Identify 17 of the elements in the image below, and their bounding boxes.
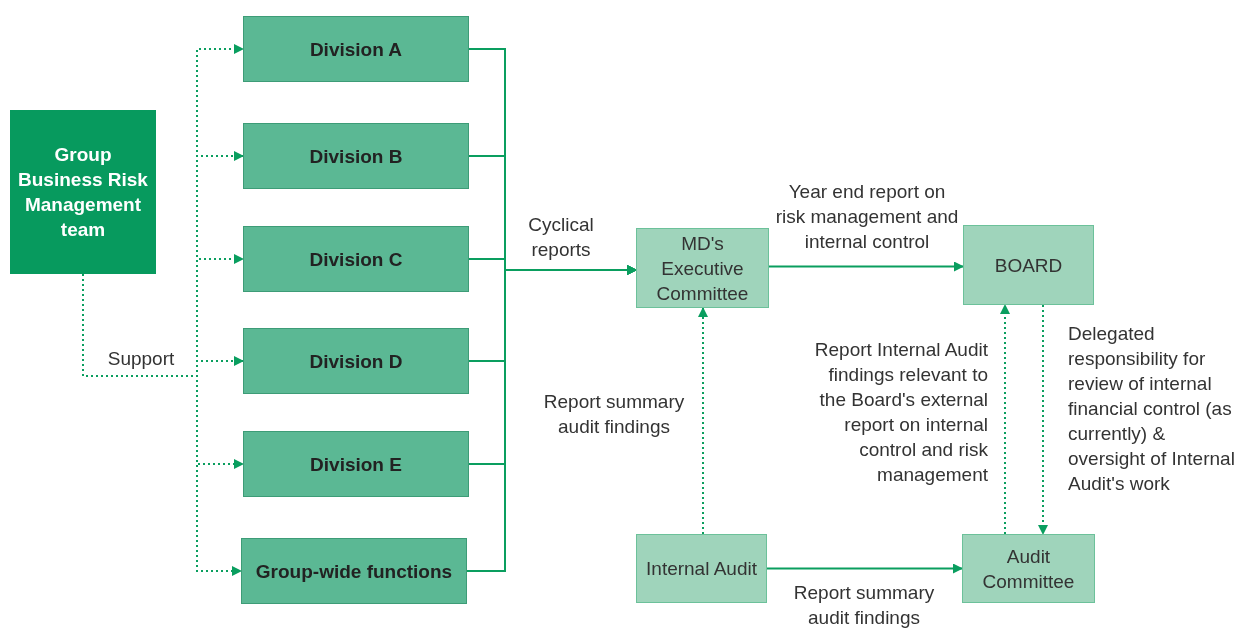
process-box: BOARD: [963, 225, 1094, 305]
process-box: Division E: [243, 431, 469, 497]
arrow: [698, 307, 708, 535]
process-box: Division C: [243, 226, 469, 292]
process-box: Audit Committee: [962, 534, 1095, 603]
process-box: Group-wide functions: [241, 538, 467, 604]
process-box: Division A: [243, 16, 469, 82]
arrow: [768, 261, 964, 272]
process-box: Division B: [243, 123, 469, 189]
process-box: Internal Audit: [636, 534, 767, 603]
arrow: [466, 265, 637, 572]
process-box: Division D: [243, 328, 469, 394]
process-box: Group Business Risk Management team: [10, 110, 156, 274]
arrow: [766, 563, 963, 574]
process-box: MD's Executive Committee: [636, 228, 769, 308]
arrow: [1000, 304, 1010, 535]
arrow: [1038, 304, 1048, 535]
